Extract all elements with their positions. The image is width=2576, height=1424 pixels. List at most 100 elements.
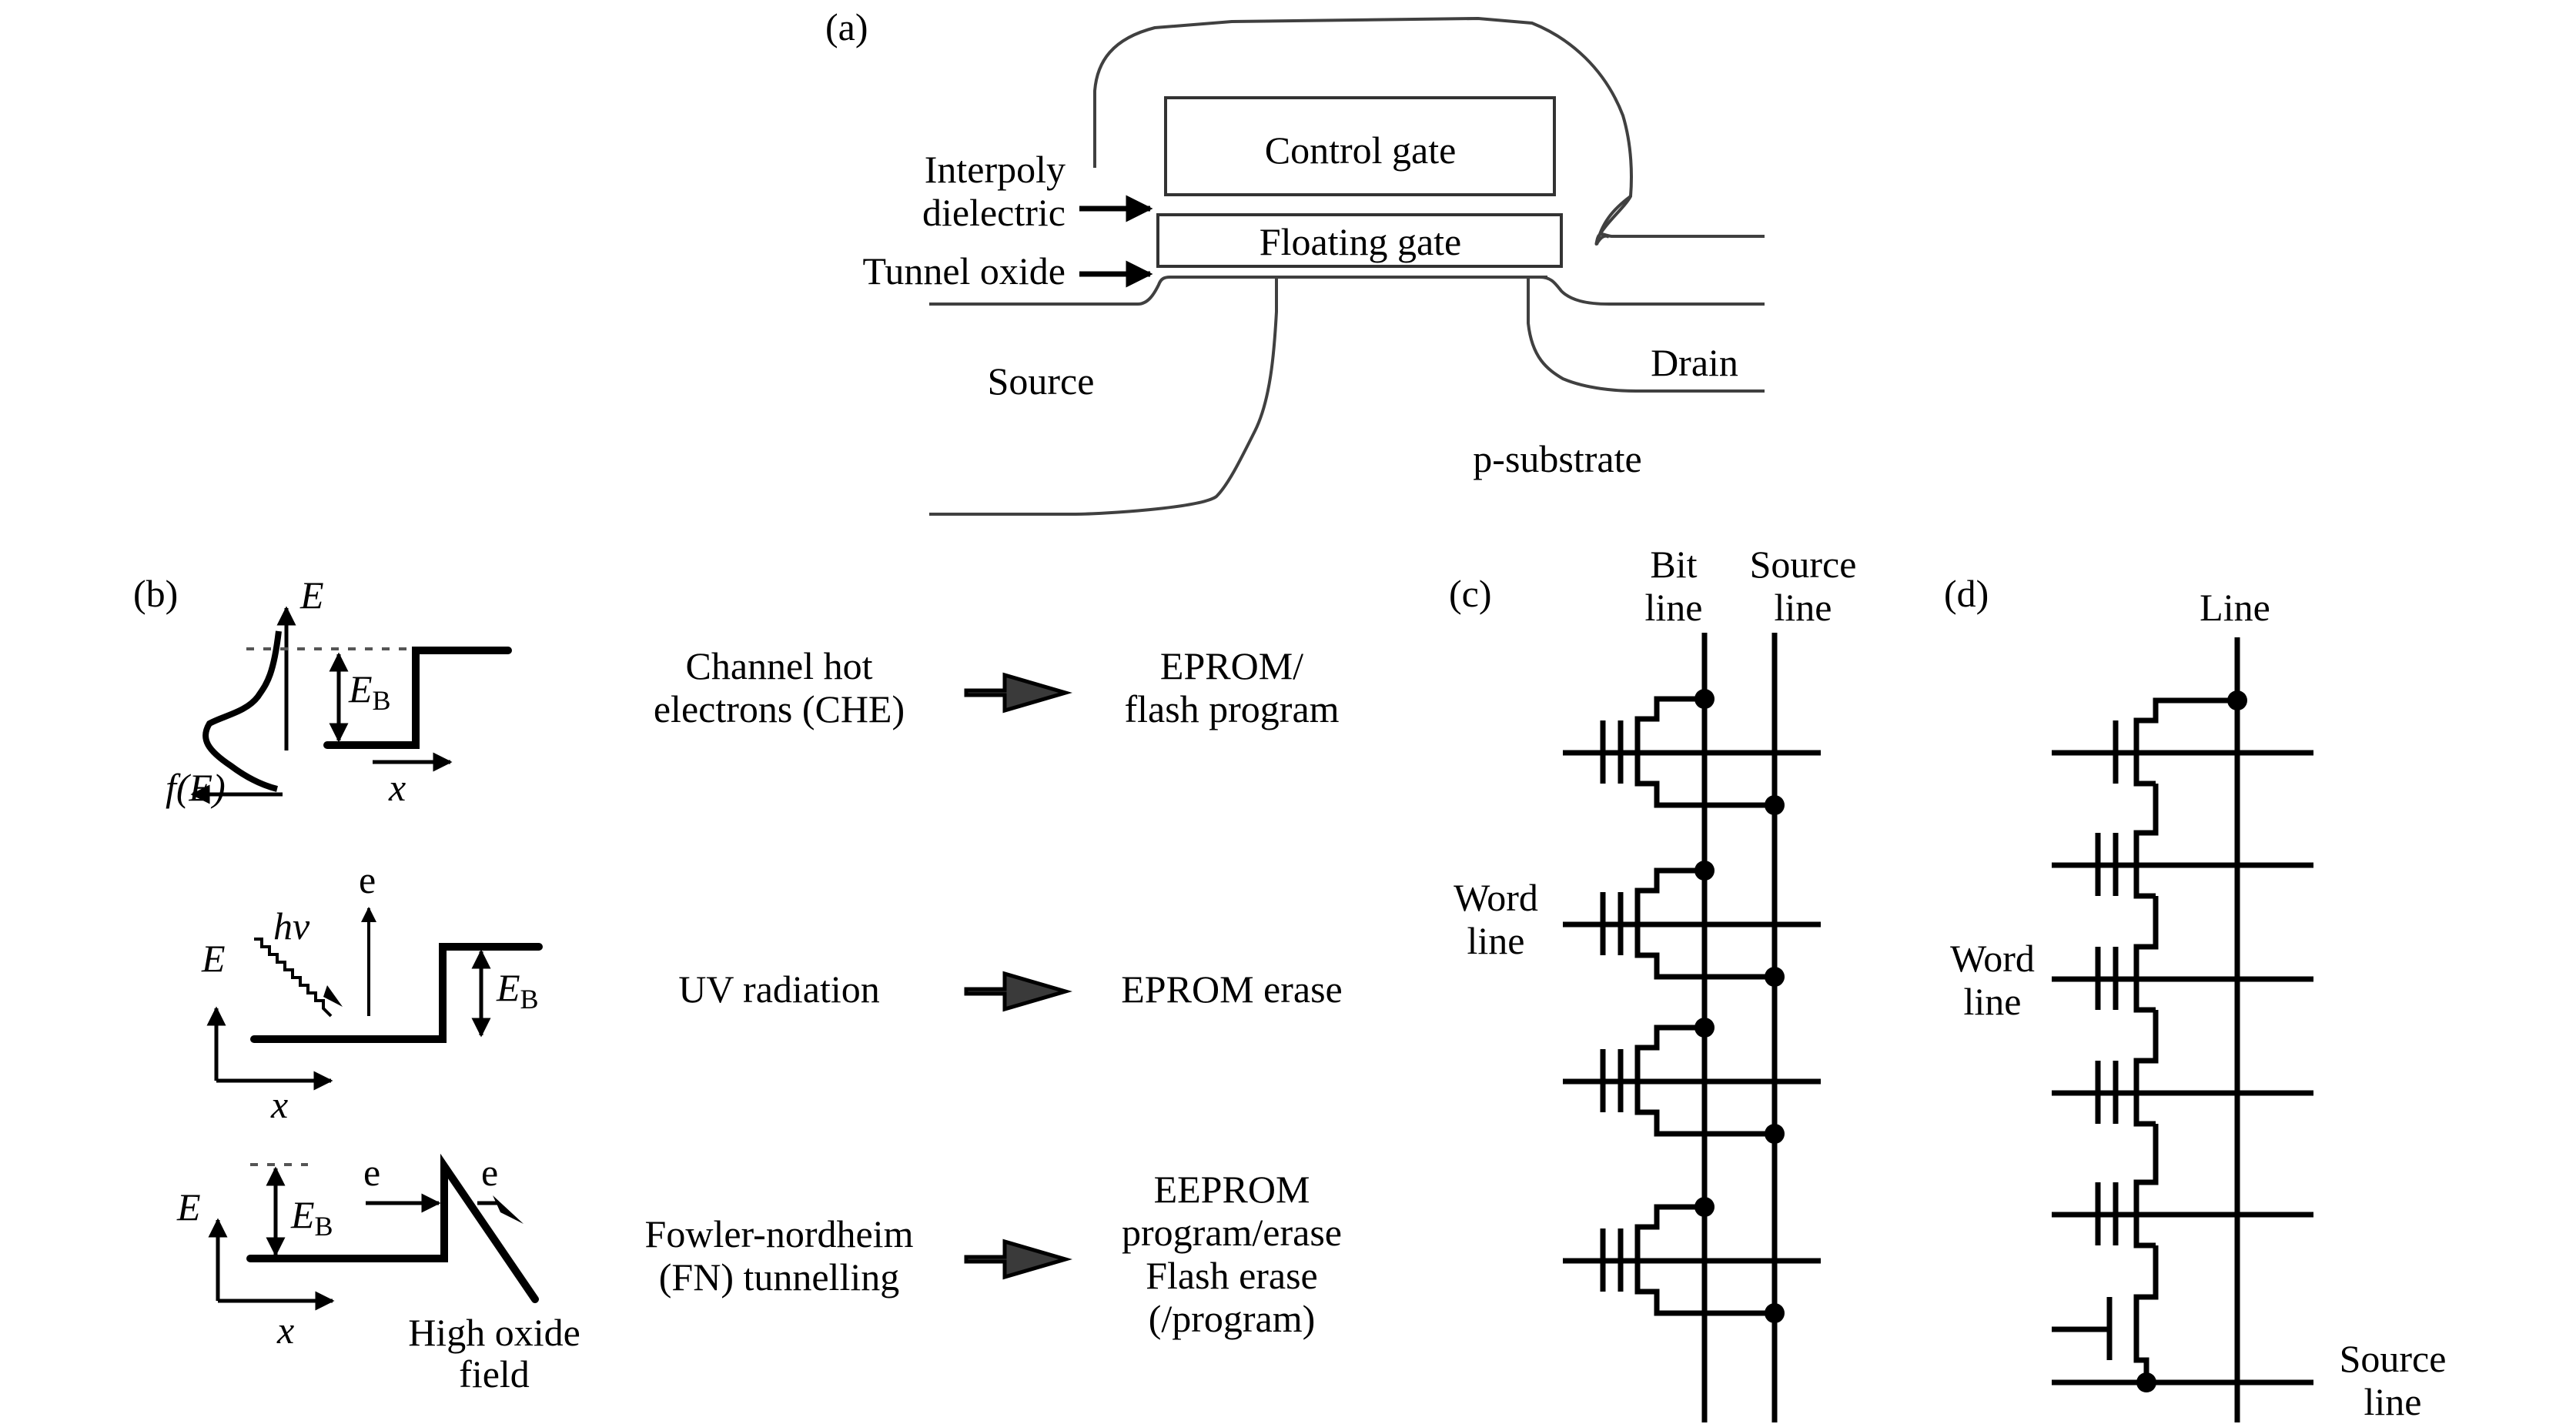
bit-line-label: line bbox=[1645, 586, 1703, 629]
process-arrow bbox=[964, 672, 1072, 714]
che-band-diagram: E f(E) EB x bbox=[166, 573, 512, 809]
panel-c: (c) Bit line Source line Word line bbox=[1449, 543, 1856, 1422]
floating-gate-label: Floating gate bbox=[1260, 220, 1461, 263]
control-gate-box bbox=[1164, 96, 1556, 196]
energy-axis-label: E bbox=[201, 937, 226, 980]
electron-out-label: e bbox=[481, 1151, 498, 1194]
panel-d-label: (d) bbox=[1944, 572, 1989, 615]
line-label: Line bbox=[2200, 586, 2270, 629]
bit-line-contact-dot bbox=[2227, 690, 2247, 710]
barrier-band bbox=[323, 647, 512, 749]
control-gate-step bbox=[1595, 195, 1765, 246]
x-axis-label: x bbox=[388, 766, 406, 809]
transistor-channel bbox=[2133, 896, 2159, 1013]
source-contact-dot bbox=[2136, 1372, 2156, 1392]
drain-contact-dot bbox=[1694, 689, 1715, 709]
source-line-label: line bbox=[2364, 1380, 2422, 1423]
fn-band-diagram: E x EB e e High oxide field bbox=[176, 1151, 580, 1396]
transistor-channel bbox=[2133, 1245, 2159, 1382]
transistor-channel bbox=[2133, 697, 2237, 787]
barrier-band bbox=[246, 1153, 539, 1303]
memory-cell bbox=[1563, 1018, 1821, 1144]
barrier-band bbox=[250, 943, 543, 1043]
mechanism-line: UV radiation bbox=[678, 968, 880, 1011]
high-oxide-field-label: field bbox=[459, 1352, 530, 1396]
high-oxide-field-label: High oxide bbox=[408, 1311, 580, 1354]
panel-b: (b) E f(E) EB x Channel hot electrons (C… bbox=[133, 572, 1343, 1396]
photon-arrowhead bbox=[323, 985, 343, 1007]
drain-contact-dot bbox=[1694, 1197, 1715, 1217]
source-junction bbox=[929, 277, 1278, 516]
hv-label: hv bbox=[273, 904, 310, 948]
x-axis-label: x bbox=[270, 1083, 288, 1126]
memory-cell bbox=[2052, 896, 2313, 1013]
mechanism-line: Fowler-nordheim bbox=[645, 1212, 914, 1255]
process-arrow bbox=[964, 1238, 1072, 1280]
application-line: flash program bbox=[1124, 687, 1339, 730]
transistor-channel bbox=[1634, 1025, 1775, 1137]
select-transistor-top bbox=[2052, 690, 2313, 787]
energy-axis-label: E bbox=[176, 1185, 201, 1228]
fE-label: f(E) bbox=[166, 766, 226, 809]
transistor-channel bbox=[1634, 867, 1775, 980]
uv-band-diagram: E x hv e EB bbox=[201, 858, 543, 1126]
application-line: EPROM/ bbox=[1160, 644, 1303, 687]
application-line: EPROM erase bbox=[1121, 968, 1342, 1011]
transistor-channel bbox=[2133, 784, 2159, 899]
distribution-curve bbox=[202, 630, 282, 792]
panel-d: (d) Line Word line Source line bbox=[1944, 572, 2446, 1423]
mechanism-line: (FN) tunnelling bbox=[659, 1255, 899, 1299]
che-application: EPROM/ flash program bbox=[1124, 644, 1339, 730]
memory-cell bbox=[1563, 689, 1821, 815]
application-line: Flash erase bbox=[1146, 1254, 1318, 1297]
transistor-channel bbox=[1634, 1204, 1775, 1316]
mechanism-line: Channel hot bbox=[685, 644, 872, 687]
memory-cell bbox=[2052, 1010, 2313, 1127]
memory-cell bbox=[2052, 1124, 2313, 1249]
source-line-label: Source bbox=[2340, 1337, 2447, 1380]
electron-label: e bbox=[359, 858, 376, 901]
panel-a: (a) Control gate Floating gate Interpoly… bbox=[825, 5, 1765, 516]
source-line-label: line bbox=[1775, 586, 1832, 629]
mechanism-line: electrons (CHE) bbox=[654, 687, 905, 730]
panel-b-label: (b) bbox=[133, 572, 178, 615]
select-transistor-bottom bbox=[2052, 1245, 2313, 1392]
electron-in-label: e bbox=[363, 1151, 380, 1194]
drain-label: Drain bbox=[1651, 341, 1738, 384]
bit-line-label: Bit bbox=[1650, 543, 1697, 586]
EB-label: EB bbox=[348, 667, 391, 716]
word-line-label: line bbox=[1467, 919, 1525, 962]
source-label: Source bbox=[988, 359, 1095, 403]
transistor-channel bbox=[1634, 696, 1775, 808]
word-line-label: Word bbox=[1454, 876, 1538, 919]
source-contact-dot bbox=[1765, 967, 1785, 987]
nor-cells bbox=[1563, 689, 1821, 1323]
EB-label: EB bbox=[496, 966, 539, 1015]
electron-tunnel-arrowhead bbox=[493, 1195, 524, 1224]
interpoly-label-line2: dielectric bbox=[922, 191, 1066, 234]
fn-mechanism: Fowler-nordheim (FN) tunnelling bbox=[645, 1212, 914, 1299]
process-arrow bbox=[964, 971, 1072, 1012]
memory-cell bbox=[2052, 784, 2313, 899]
drain-contact-dot bbox=[1694, 861, 1715, 881]
transistor-channel bbox=[2133, 1010, 2159, 1127]
panel-a-label: (a) bbox=[825, 5, 868, 48]
panel-c-label: (c) bbox=[1449, 572, 1492, 615]
application-line: EEPROM bbox=[1154, 1168, 1310, 1211]
application-line: (/program) bbox=[1149, 1297, 1316, 1340]
transistor-channel bbox=[2133, 1124, 2159, 1249]
source-line-label: Source bbox=[1750, 543, 1857, 586]
word-line-label: Word bbox=[1950, 937, 2035, 980]
word-line-label: line bbox=[1964, 980, 2022, 1023]
control-gate-label: Control gate bbox=[1265, 129, 1457, 172]
source-contact-dot bbox=[1765, 1303, 1785, 1323]
interpoly-label-line1: Interpoly bbox=[925, 148, 1066, 191]
fn-application: EEPROM program/erase Flash erase (/progr… bbox=[1122, 1168, 1342, 1340]
memory-cell bbox=[1563, 861, 1821, 987]
energy-axis-label: E bbox=[299, 573, 324, 617]
source-contact-dot bbox=[1765, 1124, 1785, 1144]
tunnel-oxide-label: Tunnel oxide bbox=[863, 249, 1066, 292]
substrate-surface-right bbox=[1539, 276, 1765, 306]
drain-contact-dot bbox=[1694, 1018, 1715, 1038]
